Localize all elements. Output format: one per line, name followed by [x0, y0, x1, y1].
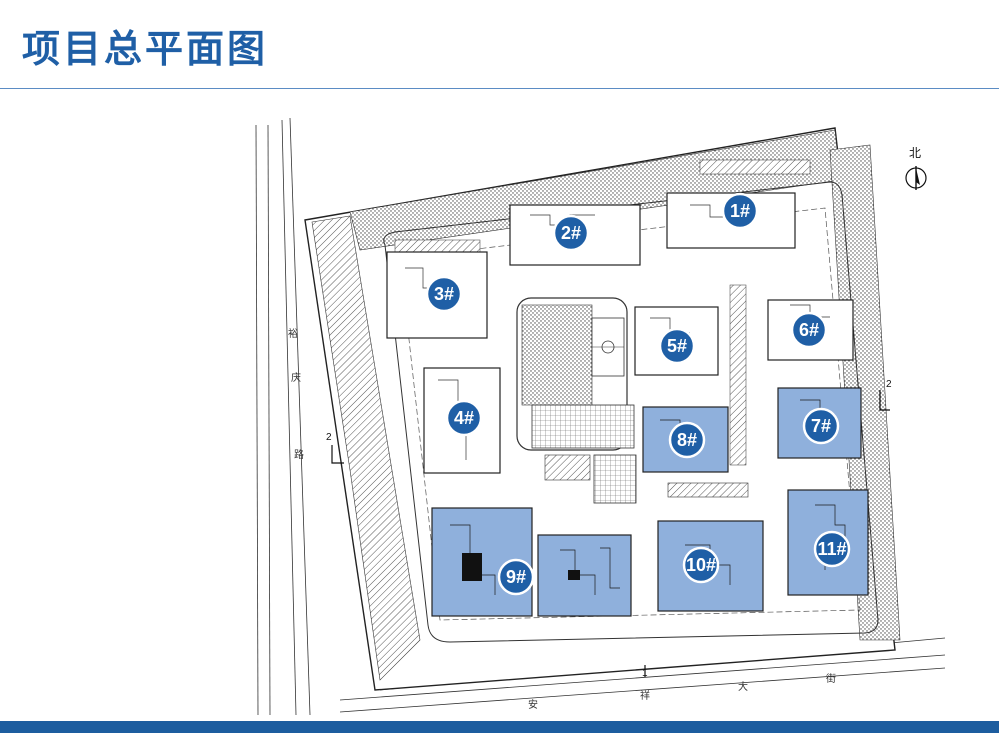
marker-circle	[658, 327, 696, 365]
building-9-east	[537, 534, 632, 617]
marker-label: 4#	[454, 408, 474, 428]
marker-label: 5#	[667, 336, 687, 356]
building-marker-9: 9#	[497, 558, 535, 596]
road-label-west-2: 庆	[291, 373, 301, 384]
west-green-strip	[311, 215, 421, 681]
road-label-south-3: 大	[738, 682, 748, 693]
marker-circle	[497, 558, 535, 596]
section-mark-west: 2	[326, 432, 332, 443]
marker-circle	[682, 546, 720, 584]
marker-label: 8#	[677, 430, 697, 450]
compass-label: 北	[909, 146, 922, 160]
building-marker-6: 6#	[790, 311, 828, 349]
building-marker-5: 5#	[658, 327, 696, 365]
marker-circle	[445, 399, 483, 437]
building-markers: 1# 2# 3# 4# 5# 6# 7# 8# 9# 10# 11#	[425, 192, 851, 596]
building-marker-1: 1#	[721, 192, 759, 230]
building-marker-2: 2#	[552, 214, 590, 252]
road-label-south-4: 街	[826, 674, 836, 685]
building-marker-7: 7#	[802, 407, 840, 445]
marker-label: 11#	[817, 539, 846, 559]
north-arrow-icon	[905, 166, 927, 190]
marker-circle	[721, 192, 759, 230]
building-marker-8: 8#	[668, 421, 706, 459]
marker-label: 6#	[799, 320, 819, 340]
marker-label: 7#	[811, 416, 831, 436]
marker-label: 2#	[561, 223, 581, 243]
page-title: 项目总平面图	[22, 27, 269, 71]
footer-accent-bar	[0, 721, 999, 733]
building-marker-4: 4#	[445, 399, 483, 437]
section-mark-east: 2	[886, 379, 892, 390]
road-label-west-3: 路	[294, 450, 304, 461]
road-label-west-1: 裕	[288, 329, 298, 340]
marker-circle	[668, 421, 706, 459]
building-marker-3: 3#	[425, 275, 463, 313]
section-mark-south: 1	[642, 668, 648, 679]
building-marker-10: 10#	[682, 546, 720, 584]
title-divider	[0, 88, 999, 89]
marker-circle	[552, 214, 590, 252]
marker-label: 10#	[686, 555, 716, 575]
marker-circle	[425, 275, 463, 313]
marker-label: 9#	[506, 567, 526, 587]
marker-circle	[802, 407, 840, 445]
road-label-south-1: 安	[528, 700, 538, 711]
marker-label: 1#	[730, 201, 750, 221]
road-label-south-2: 祥	[640, 691, 650, 702]
marker-label: 3#	[434, 284, 454, 304]
marker-circle	[813, 530, 851, 568]
marker-circle	[790, 311, 828, 349]
building-marker-11: 11#	[813, 530, 851, 568]
